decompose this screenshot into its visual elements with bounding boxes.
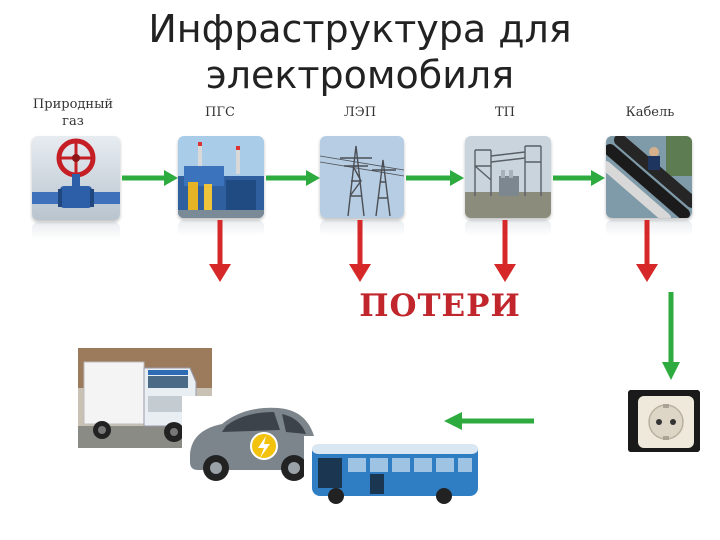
electric-car-image bbox=[182, 396, 322, 488]
label-cable: Кабель bbox=[625, 105, 675, 120]
label-substation: ТП bbox=[494, 105, 515, 120]
title-line-2: электромобиля bbox=[205, 53, 515, 97]
losses-label: ПОТЕРИ bbox=[359, 288, 521, 324]
loss-arrow-substation bbox=[494, 220, 516, 282]
flow-arrow-gas-to-plant bbox=[122, 170, 178, 186]
loss-arrow-cable bbox=[636, 220, 658, 282]
gas-valve-reflection bbox=[32, 222, 120, 240]
flow-arrow-plant-to-line bbox=[266, 170, 320, 186]
title-line-1: Инфраструктура для bbox=[148, 7, 572, 51]
gas-valve-image bbox=[32, 136, 120, 220]
diagram-title: Инфраструктура для электромобиля bbox=[120, 6, 600, 98]
flow-arrow-line-to-substation bbox=[406, 170, 464, 186]
label-power-line: ЛЭП bbox=[343, 105, 377, 120]
power-socket-image bbox=[628, 390, 700, 452]
loss-arrow-power-line bbox=[349, 220, 371, 282]
flow-arrow-cable-to-socket bbox=[662, 292, 680, 380]
power-plant-image bbox=[178, 136, 264, 218]
label-power-plant: ПГС bbox=[205, 105, 235, 120]
electric-bus-image bbox=[304, 436, 484, 506]
substation-reflection bbox=[465, 220, 551, 236]
cable-image bbox=[606, 136, 692, 218]
substation-image bbox=[465, 136, 551, 218]
flow-arrow-socket-to-vehicles bbox=[444, 412, 534, 430]
flow-arrow-substation-to-cable bbox=[553, 170, 605, 186]
label-natural-gas: Природный газ bbox=[32, 97, 114, 129]
power-line-image bbox=[320, 136, 404, 218]
loss-arrow-power-plant bbox=[209, 220, 231, 282]
